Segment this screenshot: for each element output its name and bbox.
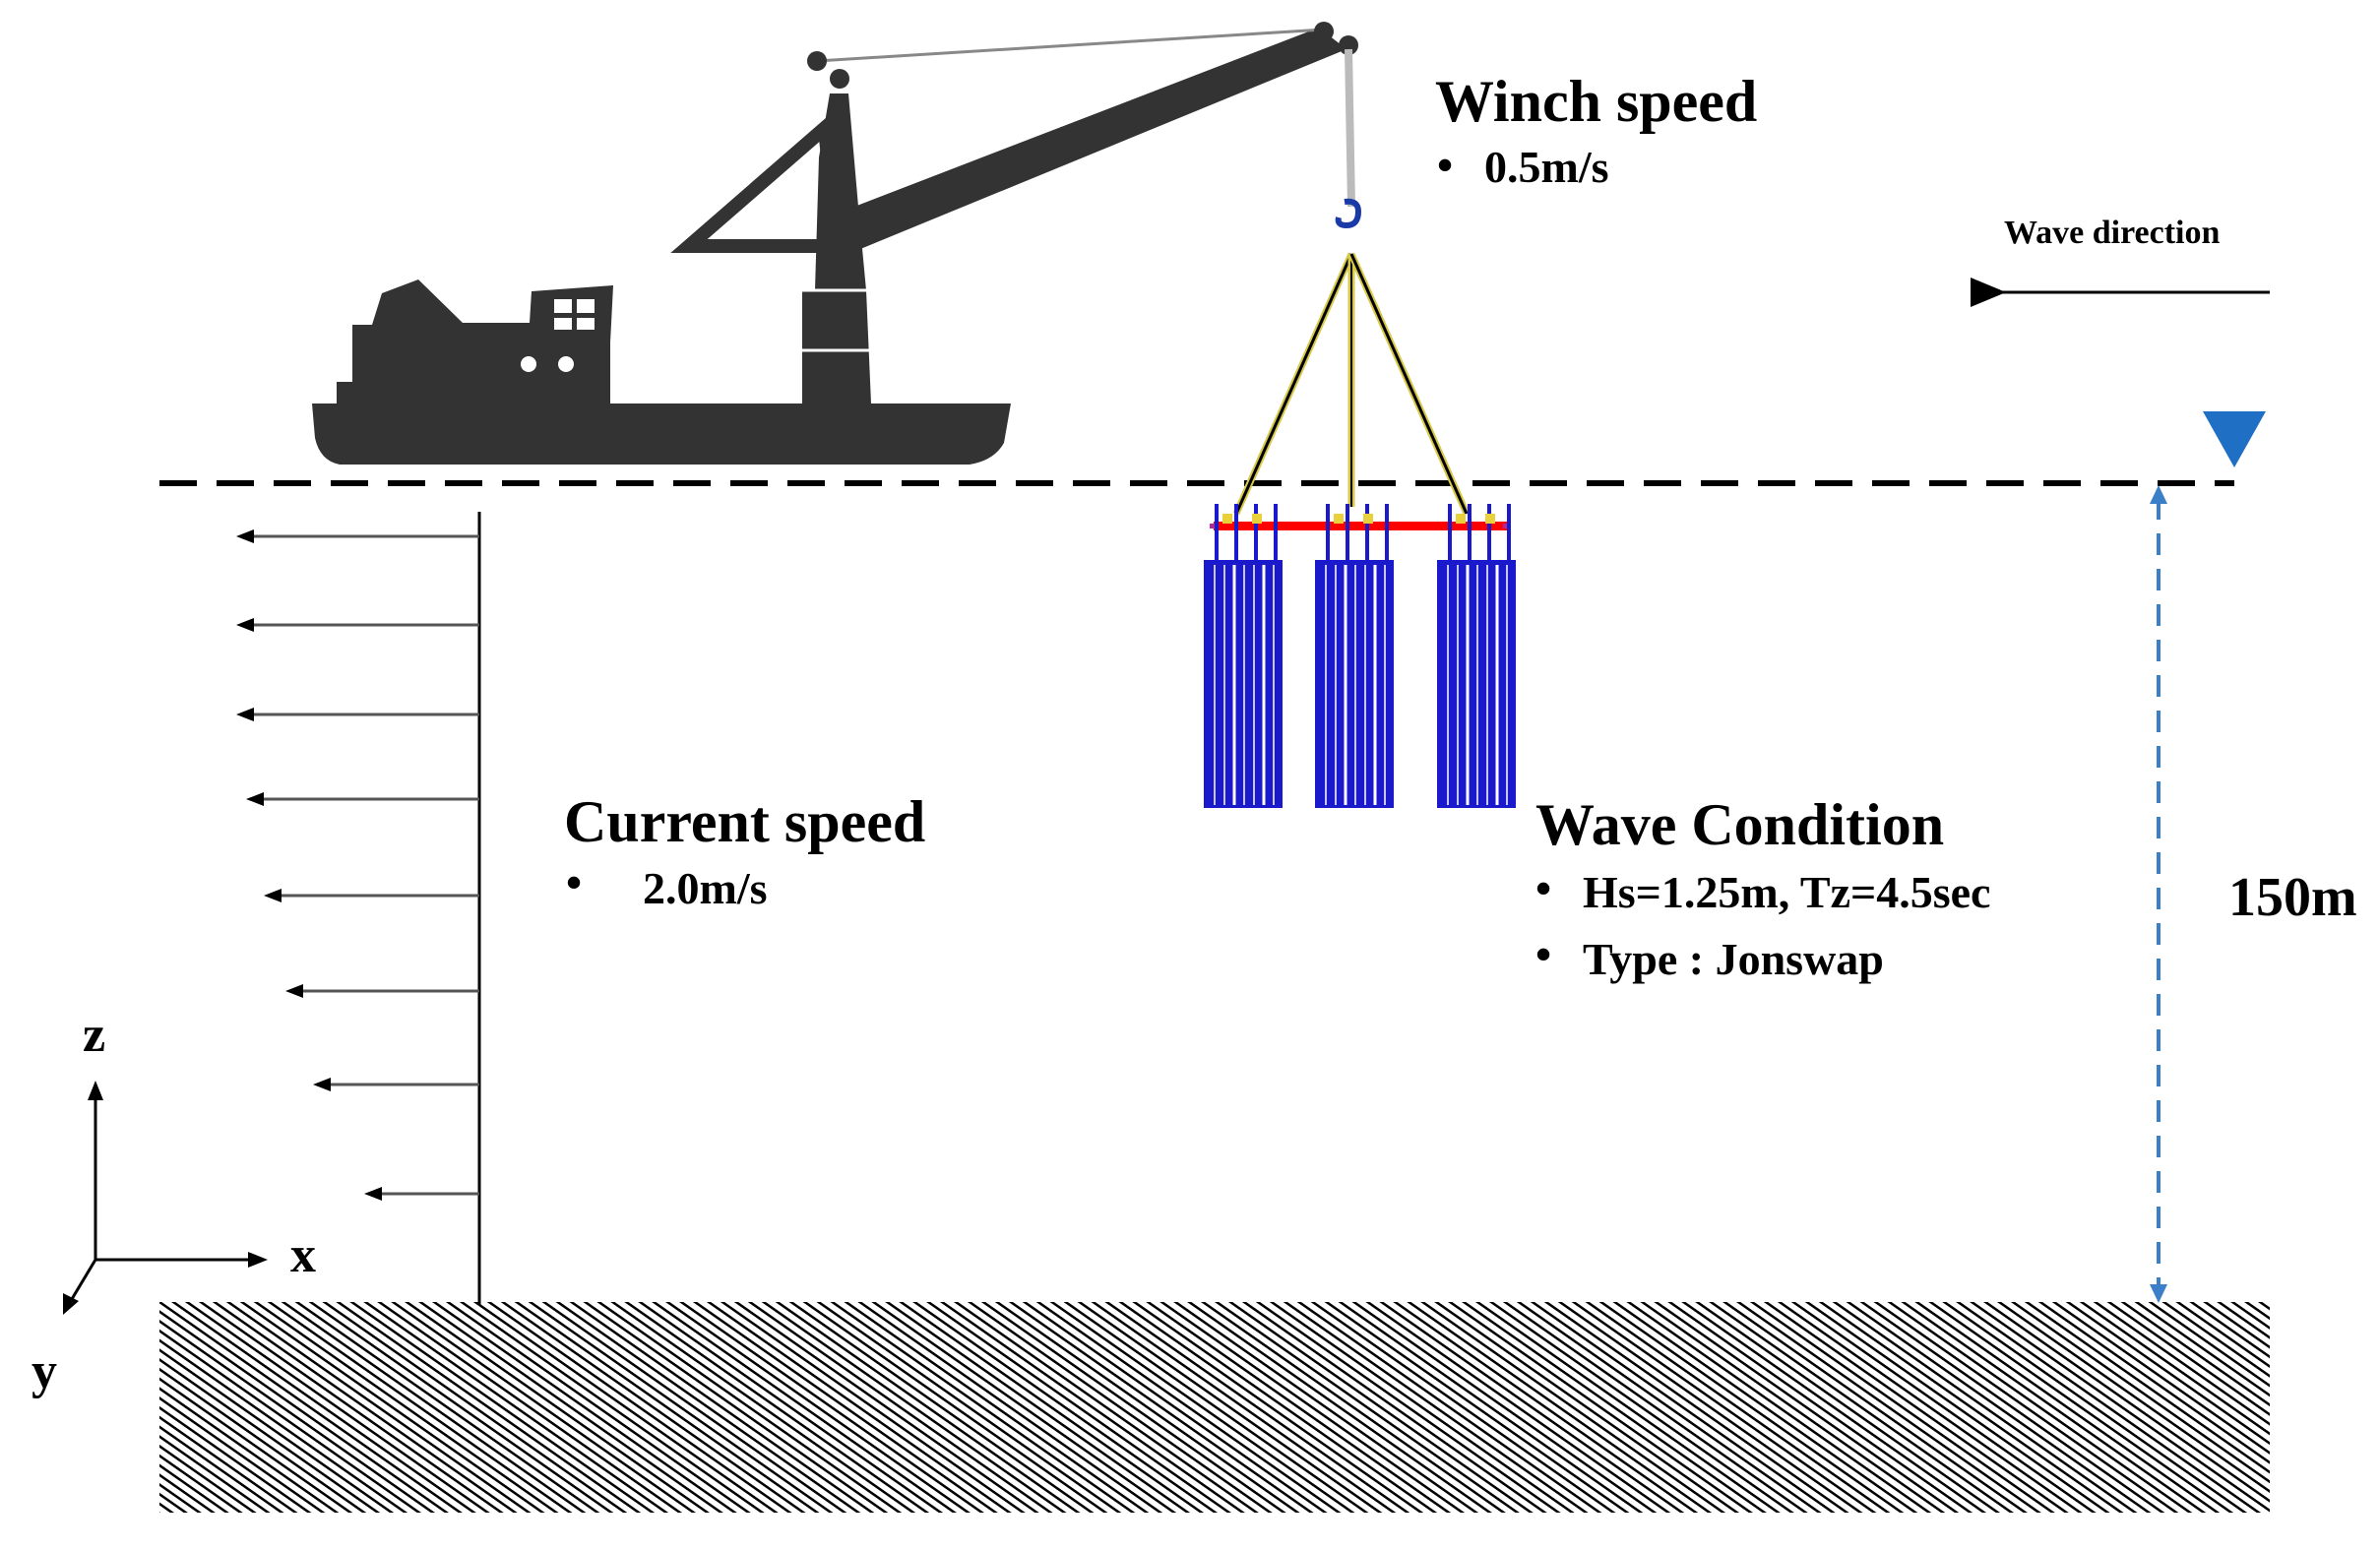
- crane-hook-icon: [1335, 198, 1362, 229]
- x-axis-label: x: [290, 1227, 316, 1283]
- cage-group: [1204, 504, 1516, 808]
- cage: [1437, 504, 1516, 808]
- crane-stay-wire: [816, 28, 1325, 63]
- current-profile: [236, 512, 481, 1305]
- vessel-hull: [312, 403, 1011, 465]
- winch-speed-value: 0.5m/s: [1484, 142, 1609, 192]
- current-arrowhead: [236, 708, 254, 721]
- current-arrowhead: [236, 529, 254, 543]
- cage: [1204, 504, 1283, 808]
- current-arrowhead: [313, 1078, 331, 1091]
- bridge-window: [577, 299, 595, 313]
- wave-condition-title: Wave Condition: [1535, 792, 1944, 857]
- porthole: [558, 356, 574, 372]
- crane-boom: [832, 28, 1347, 261]
- seabed: [159, 1302, 2270, 1513]
- current-arrowhead: [246, 792, 264, 806]
- current-speed-bullet: •: [566, 857, 582, 907]
- vessel-deckhouse: [337, 279, 613, 403]
- depth-label: 150m: [2228, 867, 2357, 928]
- spreader-bar: [1214, 522, 1507, 530]
- bridge-window: [554, 299, 572, 313]
- current-arrowhead: [364, 1187, 382, 1201]
- wave-condition-bullet: •: [1535, 863, 1551, 913]
- current-speed-value: 2.0m/s: [643, 863, 768, 913]
- wave-direction-label: Wave direction: [2004, 215, 2220, 251]
- coordinate-axes: [63, 1081, 268, 1315]
- porthole: [521, 356, 536, 372]
- hoist-wire: [1345, 48, 1355, 208]
- wave-condition-item: Hs=1.25m, Tz=4.5sec: [1583, 867, 1990, 917]
- inverted-triangle-icon: [2203, 411, 2266, 467]
- y-axis: [67, 1259, 97, 1305]
- current-speed-title: Current speed: [564, 789, 925, 854]
- depth-dimension: [2150, 485, 2167, 1303]
- winch-speed-title: Winch speed: [1435, 69, 1757, 134]
- wave-condition-bullet: •: [1535, 929, 1551, 979]
- z-axis-label: z: [83, 1007, 105, 1063]
- winch-speed-bullet: •: [1437, 140, 1453, 190]
- y-axis-label: y: [31, 1343, 57, 1399]
- current-arrowhead: [264, 889, 282, 902]
- current-arrowhead: [285, 984, 303, 998]
- crane-vessel: [312, 22, 1362, 465]
- current-arrowhead: [236, 618, 254, 632]
- bridge-window: [577, 318, 595, 330]
- rigging: [1232, 252, 1471, 516]
- bridge-window: [554, 318, 572, 330]
- cage: [1315, 504, 1394, 808]
- wave-condition-item: Type : Jonswap: [1583, 934, 1884, 984]
- crane-strut: [670, 113, 845, 253]
